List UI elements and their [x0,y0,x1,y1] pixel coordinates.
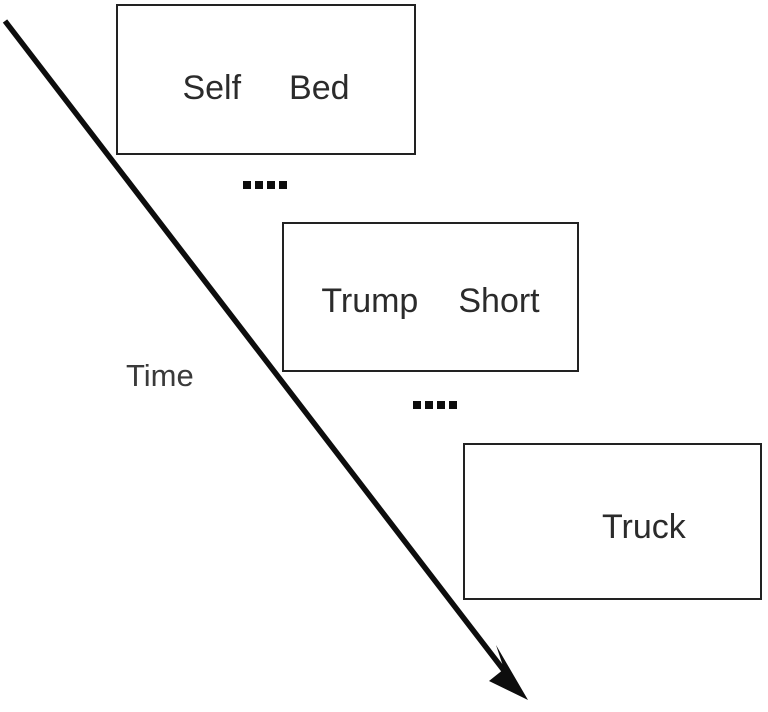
ellipsis-dot [449,401,457,409]
ellipsis-dot [267,181,275,189]
ellipsis-separator-2 [413,401,457,409]
stimulus-box-3-words: Truck [465,510,760,544]
stimulus-word-self: Self [182,69,242,107]
time-axis-label: Time [126,358,194,393]
stimulus-box-2-words: Trump Short [284,284,577,318]
stimulus-word-bed: Bed [289,69,350,107]
ellipsis-separator-1 [243,181,287,189]
ellipsis-dot [279,181,287,189]
time-arrow-head [489,645,528,700]
stimulus-word-trump: Trump [321,282,419,320]
stimulus-word-short: Short [458,282,540,320]
ellipsis-dot [437,401,445,409]
stimulus-word-truck: Truck [602,508,686,546]
ellipsis-dot [255,181,263,189]
stimulus-box-3: Truck [463,443,762,600]
ellipsis-dot [243,181,251,189]
ellipsis-dot [413,401,421,409]
ellipsis-dot [425,401,433,409]
stimulus-box-2: Trump Short [282,222,579,372]
stimulus-box-1: Self Bed [116,4,416,155]
stimulus-box-1-words: Self Bed [118,71,414,105]
